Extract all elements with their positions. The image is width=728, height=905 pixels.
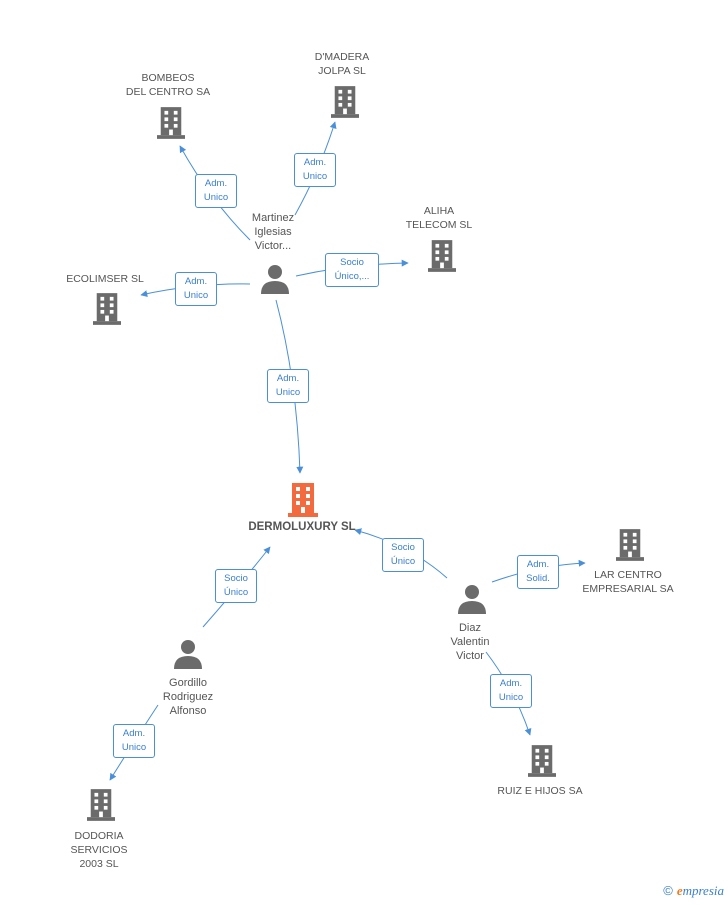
person-icon-martinez[interactable]	[260, 264, 290, 294]
edge-label-dodoria[interactable]: Adm. Unico	[113, 724, 155, 758]
edge-label-gordillo-center[interactable]: Socio Único	[215, 569, 257, 603]
edge-label-martinez-center[interactable]: Adm. Unico	[267, 369, 309, 403]
company-label-ruiz[interactable]: RUIZ E HIJOS SA	[497, 785, 583, 797]
company-label-dodoria[interactable]: DODORIA SERVICIOS 2003 SL	[70, 830, 128, 870]
edge-label-lar[interactable]: Adm. Solid.	[517, 555, 559, 589]
person-label-diaz[interactable]: Diaz Valentin Victor	[450, 622, 490, 662]
building-icon-dmadera[interactable]	[331, 85, 359, 119]
building-icon-lar[interactable]	[616, 528, 644, 562]
edge-label-ecolimser[interactable]: Adm. Unico	[175, 272, 217, 306]
building-icon-bombeos[interactable]	[157, 106, 185, 140]
company-label-lar[interactable]: LAR CENTRO EMPRESARIAL SA	[582, 569, 674, 595]
center-company-label[interactable]: DERMOLUXURY SL	[248, 521, 356, 533]
building-icon-ruiz[interactable]	[528, 744, 556, 778]
person-icon-diaz[interactable]	[457, 584, 487, 614]
edge-label-dmadera[interactable]: Adm. Unico	[294, 153, 336, 187]
company-label-bombeos[interactable]: BOMBEOS DEL CENTRO SA	[125, 72, 211, 98]
company-label-aliha[interactable]: ALIHA TELECOM SL	[405, 205, 473, 231]
building-icon-aliha[interactable]	[428, 239, 456, 273]
edge-label-ruiz[interactable]: Adm. Unico	[490, 674, 532, 708]
brand-name: mpresia	[682, 883, 724, 898]
person-label-martinez[interactable]: Martinez Iglesias Victor...	[251, 212, 295, 252]
brand-logo[interactable]: ©empresia	[663, 883, 724, 899]
building-icon-ecolimser[interactable]	[93, 292, 121, 326]
company-label-ecolimser[interactable]: ECOLIMSER SL	[66, 273, 144, 285]
copyright-icon: ©	[663, 883, 673, 898]
person-label-gordillo[interactable]: Gordillo Rodriguez Alfonso	[162, 677, 214, 717]
building-icon-center[interactable]	[288, 483, 318, 517]
building-icon-dodoria[interactable]	[87, 788, 115, 822]
edge-label-aliha[interactable]: Socio Único,...	[325, 253, 379, 287]
company-label-dmadera[interactable]: D'MADERA JOLPA SL	[314, 51, 370, 77]
brand-initial: e	[676, 883, 683, 898]
edge-label-diaz-center[interactable]: Socio Único	[382, 538, 424, 572]
edge-label-bombeos[interactable]: Adm. Unico	[195, 174, 237, 208]
person-icon-gordillo[interactable]	[173, 639, 203, 669]
